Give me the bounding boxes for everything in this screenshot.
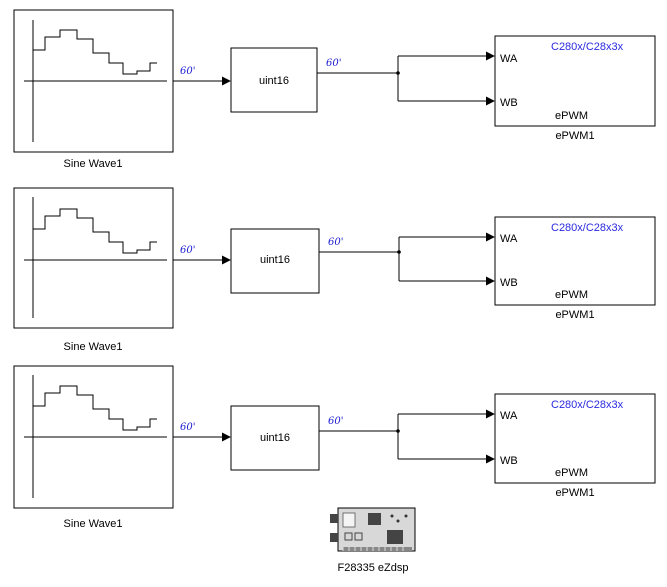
sine-wave-block[interactable]: [13, 9, 174, 153]
port-wb: WB: [500, 97, 518, 109]
port-wb: WB: [500, 455, 518, 467]
data-type-conversion-block[interactable]: uint16: [230, 47, 318, 113]
diagram-row-1: Sine Wave1 60' uint16 60' C280x/C28x3x W…: [13, 9, 656, 170]
diagram-row-2: Sine Wave1 60' uint16 60' C280x/C28x3x W…: [13, 187, 656, 353]
sine-wave-block[interactable]: [13, 187, 174, 329]
signal-dimension-tag: 60': [180, 245, 195, 256]
diagram-row-3: Sine Wave1 60' uint16 60' C280x/C28x3x W…: [13, 365, 656, 530]
port-wa: WA: [500, 233, 518, 245]
port-wa: WA: [500, 53, 518, 65]
signal-dimension-tag: 60': [326, 58, 341, 69]
epwm-title: ePWM: [555, 467, 588, 479]
sine-wave-icon: [24, 197, 167, 318]
sine-wave-label: Sine Wave1: [64, 158, 123, 170]
sine-wave-icon: [24, 375, 167, 498]
epwm-header: C280x/C28x3x: [551, 222, 624, 234]
conversion-label: uint16: [260, 432, 290, 444]
epwm-label: ePWM1: [555, 130, 594, 142]
epwm-title: ePWM: [555, 110, 588, 122]
signal-dimension-tag: 60': [328, 416, 343, 427]
epwm-title: ePWM: [555, 289, 588, 301]
conversion-label: uint16: [259, 75, 289, 87]
data-type-conversion-block[interactable]: uint16: [230, 405, 320, 471]
target-board-label: F28335 eZdsp: [338, 562, 409, 574]
signal-dimension-tag: 60': [328, 237, 343, 248]
conversion-label: uint16: [260, 254, 290, 266]
sine-wave-icon: [24, 20, 167, 142]
epwm-header: C280x/C28x3x: [551, 399, 624, 411]
port-wb: WB: [500, 277, 518, 289]
sine-wave-label: Sine Wave1: [64, 518, 123, 530]
epwm-label: ePWM1: [555, 487, 594, 499]
epwm-block[interactable]: C280x/C28x3x WA WB ePWM: [494, 393, 656, 484]
epwm-block[interactable]: C280x/C28x3x WA WB ePWM: [494, 35, 656, 127]
data-type-conversion-block[interactable]: uint16: [230, 228, 320, 294]
target-board-block[interactable]: F28335 eZdsp: [330, 507, 416, 574]
epwm-label: ePWM1: [555, 309, 594, 321]
signal-dimension-tag: 60': [180, 66, 195, 77]
port-wa: WA: [500, 410, 518, 422]
sine-wave-label: Sine Wave1: [64, 341, 123, 353]
circuit-board-icon: [330, 507, 416, 552]
signal-dimension-tag: 60': [180, 422, 195, 433]
epwm-header: C280x/C28x3x: [551, 41, 624, 53]
epwm-block[interactable]: C280x/C28x3x WA WB ePWM: [494, 216, 656, 306]
sine-wave-block[interactable]: [13, 365, 174, 509]
